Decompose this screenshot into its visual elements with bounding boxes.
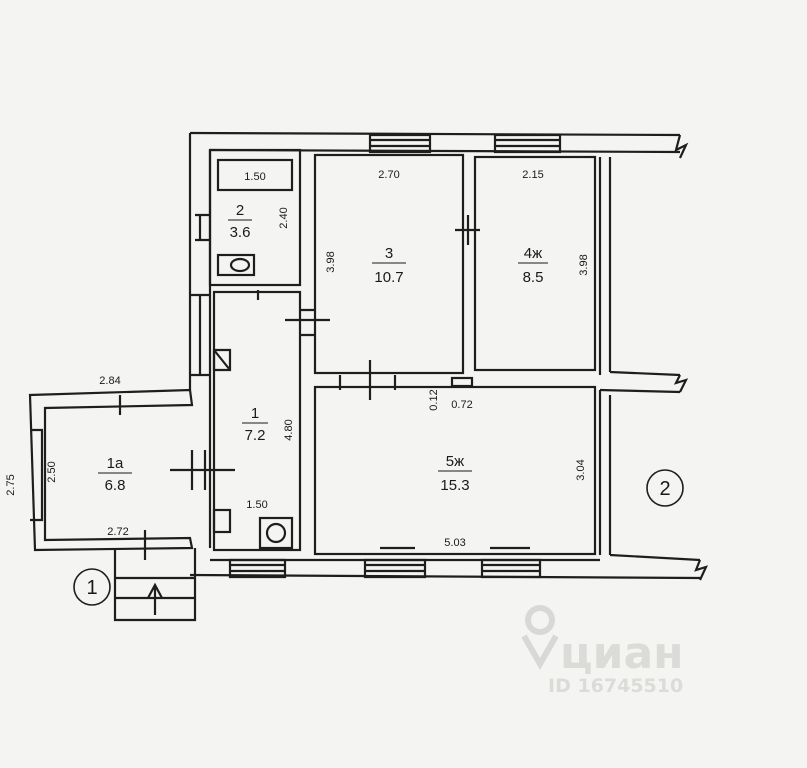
break-mark-top <box>674 134 689 159</box>
room-1-area: 7.2 <box>245 427 266 444</box>
stair-mark <box>212 348 232 372</box>
window-4 <box>493 133 562 154</box>
dim-3-04: 3.04 <box>575 459 587 480</box>
dim-2-70: 2.70 <box>378 169 399 181</box>
break-mark-bottom <box>694 559 709 581</box>
right-wall-bottom <box>598 390 701 562</box>
room-4-area: 8.5 <box>523 269 544 286</box>
porch-arrow <box>147 582 163 615</box>
room-5-id: 5ж <box>446 453 464 470</box>
door-3-4 <box>455 215 480 245</box>
door-hall-left <box>190 293 210 377</box>
dim-3-98-left: 3.98 <box>325 251 337 272</box>
vent <box>450 376 474 388</box>
dim-5-03: 5.03 <box>444 537 465 549</box>
stove-sink <box>212 508 232 534</box>
door-3-hall <box>285 308 330 337</box>
toilet-tank <box>216 253 256 277</box>
room-2-outline <box>208 148 302 287</box>
watermark-brand: циан <box>560 628 684 679</box>
room-labels: 1а 6.8 1 7.2 2 3.6 3 10.7 4ж 8.5 5ж 15.3 <box>98 202 548 494</box>
dim-3-98-right: 3.98 <box>578 254 590 275</box>
right-wall-top <box>598 157 681 394</box>
window-5a <box>363 558 427 579</box>
room-3-outline <box>313 153 465 375</box>
markers: 1 2 <box>73 469 684 606</box>
dim-0-72: 0.72 <box>451 399 472 411</box>
dim-0-12: 0.12 <box>428 389 440 410</box>
dim-2-40: 2.40 <box>278 207 290 228</box>
room-1a-id: 1а <box>107 455 124 472</box>
bathtub <box>216 158 294 192</box>
door-bath-left <box>195 213 210 242</box>
window-5b <box>480 558 542 579</box>
dimensions: 2.75 2.84 2.50 2.72 1.50 2.40 4.80 1.50 … <box>5 169 590 549</box>
stove <box>258 516 294 550</box>
marker-2: 2 <box>659 478 670 500</box>
marker-1: 1 <box>86 577 97 599</box>
dim-2-15: 2.15 <box>522 169 543 181</box>
room-2-id: 2 <box>236 202 244 219</box>
room-1a-area: 6.8 <box>105 477 126 494</box>
cian-logo-icon <box>521 605 559 671</box>
door-3-5 <box>338 360 397 400</box>
room-3-id: 3 <box>385 245 393 262</box>
dim-4-80: 4.80 <box>283 419 295 440</box>
outer-wall-top <box>189 131 681 137</box>
annex-outline <box>28 388 194 552</box>
room-1-id: 1 <box>251 405 259 422</box>
room-4-id: 4ж <box>524 245 542 262</box>
dim-2-84: 2.84 <box>99 375 120 387</box>
watermark-id: ID 16745510 <box>548 675 683 697</box>
room-3-area: 10.7 <box>374 269 403 286</box>
walls <box>28 131 709 622</box>
dim-2-50: 2.50 <box>46 461 58 482</box>
window-3 <box>368 133 432 154</box>
outer-wall-bottom <box>189 573 701 580</box>
room-5-area: 15.3 <box>440 477 469 494</box>
room-2-area: 3.6 <box>230 224 251 241</box>
room-4-outline <box>473 155 597 372</box>
annex-door <box>170 450 235 490</box>
annex-window-left <box>30 428 44 522</box>
dim-1-50-bath: 1.50 <box>244 171 265 183</box>
break-mark-mid <box>673 374 689 393</box>
toilet-bowl <box>229 257 251 273</box>
watermark: циан ID 16745510 <box>521 605 684 697</box>
dim-2-75: 2.75 <box>5 474 17 495</box>
dim-2-72: 2.72 <box>107 526 128 538</box>
dim-1-50-hall: 1.50 <box>246 499 267 511</box>
stove-burner <box>265 522 287 544</box>
window-hall <box>228 558 287 579</box>
